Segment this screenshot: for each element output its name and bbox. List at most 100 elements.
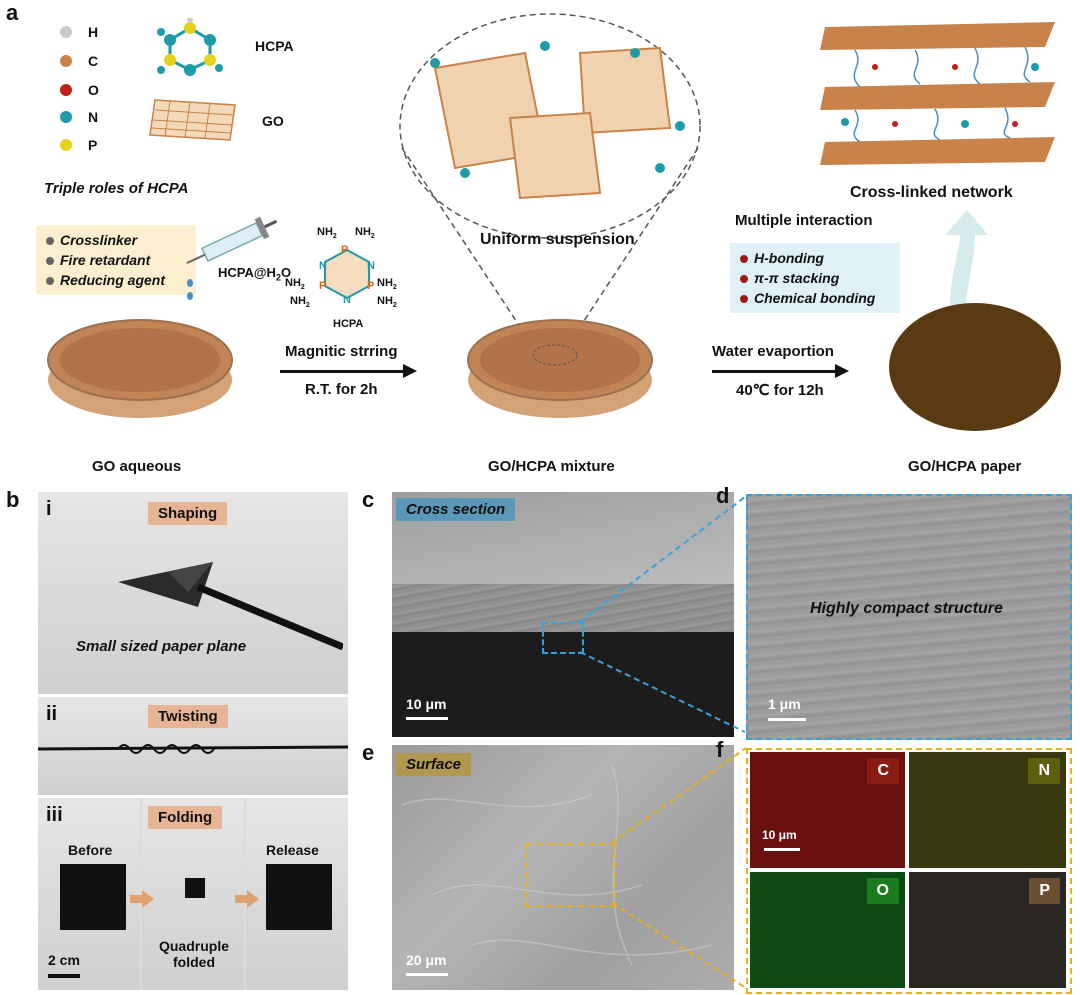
zoom-lines-ef [612, 747, 747, 989]
panel-d-letter: d [716, 483, 730, 508]
shaping-tag: Shaping [148, 502, 228, 525]
panel-b-letter: b [6, 487, 20, 512]
go-sheet-icon [149, 99, 236, 141]
step2-top-label: Water evaportion [712, 343, 834, 360]
go-aqueous-label: GO aqueous [92, 458, 182, 475]
legend-c: C [88, 53, 99, 69]
go-hcpa-paper-disc [889, 303, 1061, 431]
right-arrow-icon [130, 890, 154, 908]
hcpa-label: HCPA [255, 38, 294, 54]
twisting-tag: Twisting [148, 705, 228, 728]
scale-bar-b [48, 974, 80, 978]
surface-sem: Surface 20 μm [392, 745, 734, 990]
sub-label-iii: iii [46, 804, 63, 826]
folded-sheet [185, 878, 205, 898]
scale-b-label: 2 cm [48, 952, 80, 968]
oxygen-dot-icon [60, 84, 72, 96]
paper-plane-caption: Small sized paper plane [76, 638, 247, 655]
released-sheet [266, 864, 332, 930]
panel-a-letter: a [6, 0, 19, 25]
go-aqueous-dish [47, 319, 233, 418]
compact-structure-caption: Highly compact structure [810, 600, 1003, 617]
hcpa-structure-text: NH2 NH2 P N N P P N NH2 NH2 NH2 NH2 [285, 226, 397, 310]
surface-tag: Surface [396, 753, 472, 776]
step2-arrow-icon [835, 364, 849, 378]
syringe-label: HCPA@H2O [218, 265, 292, 283]
zoom-box-e [526, 843, 616, 907]
hcpa-structure-icon [324, 248, 370, 300]
cross-section-sem: Cross section 10 μm [392, 492, 734, 737]
role-item: Crosslinker [46, 230, 186, 250]
cross-linked-network-label: Cross-linked network [850, 184, 1013, 201]
step1-arrow-icon [403, 364, 417, 378]
role-item: Fire retardant [46, 250, 186, 270]
step1-bottom-label: R.T. for 2h [305, 381, 378, 398]
interaction-item: π-π stacking [740, 268, 890, 288]
carbon-dot-icon [60, 55, 72, 67]
hcpa-structure-name: HCPA [333, 318, 364, 330]
legend-h: H [88, 24, 99, 40]
eds-map-p: P [909, 872, 1066, 988]
eds-map-o: O [750, 872, 905, 988]
panel-c-letter: c [362, 487, 375, 512]
phosphorus-dot-icon [60, 139, 72, 151]
sub-label-ii: ii [46, 703, 58, 725]
paper-plane-icon [118, 562, 343, 651]
scale-d-label: 1 μm [768, 696, 801, 712]
compact-structure-sem: Highly compact structure 1 μm [746, 494, 1072, 740]
eds-map-c: C 10 μm [750, 752, 905, 868]
element-badge-p: P [1029, 878, 1060, 904]
syringe-icon [186, 216, 278, 300]
nitrogen-dot-icon [60, 111, 72, 123]
paper-label: GO/HCPA paper [908, 458, 1022, 475]
shaping-photo: i Shaping Small sized paper plane [38, 492, 348, 694]
legend-n: N [88, 109, 99, 125]
hcpa-molecule-icon [157, 18, 223, 76]
curved-up-arrow-icon [945, 210, 988, 305]
step2-bottom-label: 40℃ for 12h [736, 382, 824, 399]
zoom-lines-cd [580, 496, 746, 733]
scale-bar-f [764, 848, 800, 851]
release-label: Release [266, 842, 319, 858]
scale-bar-e [406, 973, 448, 976]
panel-f-letter: f [716, 737, 724, 762]
step2-arrow-line [712, 370, 837, 373]
scale-bar-c [406, 717, 448, 720]
mixture-label: GO/HCPA mixture [488, 458, 615, 475]
roles-box: Crosslinker Fire retardant Reducing agen… [36, 225, 196, 295]
uniform-suspension-label: Uniform suspension [480, 231, 635, 248]
twisting-photo: ii Twisting [38, 697, 348, 795]
scale-bar-d [768, 718, 806, 721]
cross-section-tag: Cross section [396, 498, 516, 521]
interaction-item: Chemical bonding [740, 288, 890, 308]
mixture-dish [467, 319, 653, 418]
panel-e-letter: e [362, 740, 375, 765]
eds-maps: C 10 μm N O P [746, 748, 1072, 994]
eds-map-n: N [909, 752, 1066, 868]
scale-e-label: 20 μm [406, 952, 447, 968]
step1-arrow-line [280, 370, 405, 373]
zoom-box [542, 622, 584, 654]
triple-roles-title: Triple roles of HCPA [44, 180, 189, 197]
right-arrow-icon [235, 890, 259, 908]
legend-p: P [88, 137, 98, 153]
hydrogen-dot-icon [60, 26, 72, 38]
element-badge-c: C [867, 758, 899, 784]
scale-c-label: 10 μm [406, 696, 447, 712]
interactions-box: H-bonding π-π stacking Chemical bonding [730, 243, 900, 313]
before-label: Before [68, 842, 113, 858]
cross-linked-network-icon [820, 22, 1055, 165]
multiple-interaction-title: Multiple interaction [735, 212, 873, 229]
legend-o: O [88, 82, 99, 98]
role-item: Reducing agent [46, 270, 186, 290]
step1-top-label: Magnitic strring [285, 343, 398, 360]
go-label: GO [262, 113, 284, 129]
folding-tag: Folding [148, 806, 223, 829]
sub-label-i: i [46, 498, 52, 520]
element-badge-n: N [1028, 758, 1060, 784]
suspension-zoom [399, 13, 701, 349]
unfolded-sheet [60, 864, 126, 930]
interaction-item: H-bonding [740, 248, 890, 268]
